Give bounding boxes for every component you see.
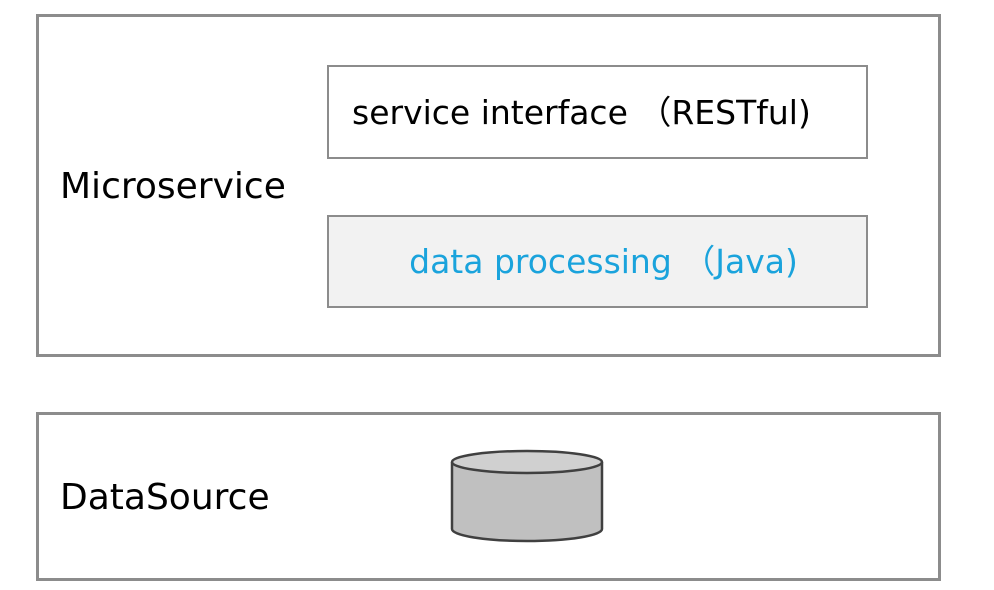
- service-interface-label: service interface （RESTful): [352, 92, 811, 132]
- database-icon: [450, 449, 604, 543]
- data-processing-label: data processing （Java): [409, 242, 798, 281]
- datasource-layer: DataSource: [36, 412, 941, 581]
- service-interface-box: service interface （RESTful): [327, 65, 868, 159]
- microservice-layer: Microservice service interface （RESTful)…: [36, 14, 941, 357]
- datasource-label: DataSource: [60, 477, 270, 518]
- data-processing-box: data processing （Java): [327, 215, 868, 308]
- microservice-label: Microservice: [60, 166, 286, 207]
